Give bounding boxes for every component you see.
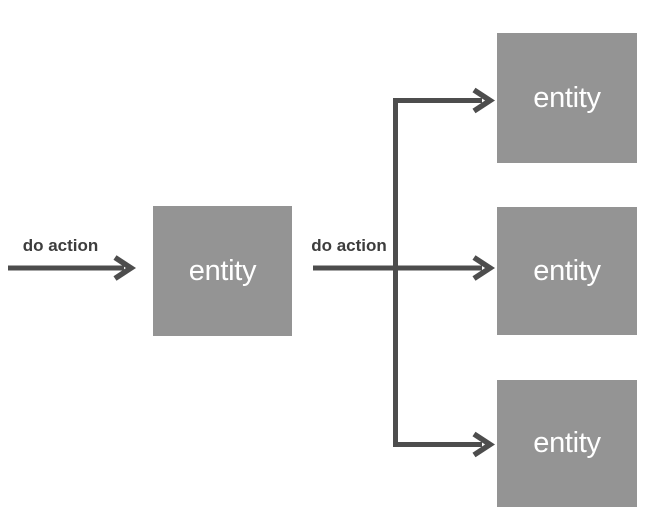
entity-box-source-label: entity xyxy=(188,254,257,287)
fanout-bottom-arrowhead-icon xyxy=(472,431,496,458)
edge-label-fanout-action: do action xyxy=(311,236,387,255)
entity-box-target-top: entity xyxy=(497,33,637,163)
entity-box-target-top-label: entity xyxy=(533,81,601,114)
fanout-trunk-connector xyxy=(393,98,482,447)
incoming-arrowhead-icon xyxy=(113,255,137,281)
edge-label-incoming-action: do action xyxy=(22,236,99,255)
fanout-top-arrowhead-icon xyxy=(472,87,496,114)
fanout-middle-arrowhead-icon xyxy=(472,255,496,281)
entity-box-target-bottom: entity xyxy=(497,380,637,507)
entity-box-source: entity xyxy=(153,206,292,336)
entity-box-target-middle: entity xyxy=(497,207,637,335)
entity-box-target-middle-label: entity xyxy=(533,254,601,287)
entity-box-target-bottom-label: entity xyxy=(533,427,601,459)
